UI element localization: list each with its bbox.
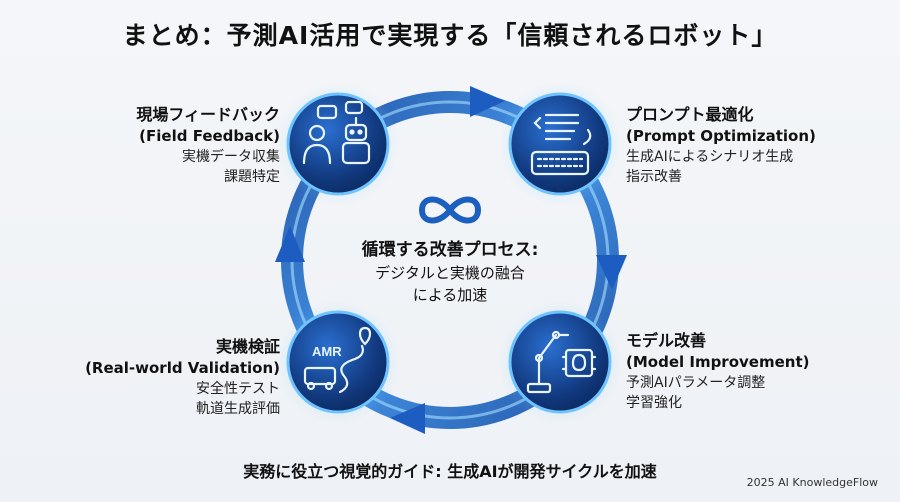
prompt-optimization-title-ja: プロンプト最適化 [626,105,754,124]
real-world-validation-title-ja: 実機検証 [215,337,280,356]
human-robot-chat-icon [302,100,371,165]
model-improvement-line-1: 予測AIパラメータ調整 [626,375,766,391]
real-world-validation-line-2: 軌道生成評価 [196,401,280,417]
prompt-optimization-node [498,82,622,206]
real-world-validation-line-1: 安全性テスト [196,381,280,397]
arrow-left-icon [275,226,305,262]
field-feedback-line-1: 実機データ収集 [182,149,280,165]
real-world-validation-title-en: (Real-world Validation) [85,359,280,377]
model-improvement-text: モデル改善 (Model Improvement) 予測AIパラメータ調整 学習… [626,330,856,413]
prompt-optimization-line-1: 生成AIによるシナリオ生成 [626,149,794,165]
field-feedback-node [276,82,400,206]
arrow-top-icon [470,86,505,117]
model-improvement-title-ja: モデル改善 [626,331,707,350]
model-improvement-line-2: 学習強化 [626,395,682,411]
model-improvement-title-en: (Model Improvement) [626,353,810,371]
page-title: まとめ：予測AI活用で実現する「信頼されるロボット」 [122,21,778,50]
center-text: 循環する改善プロセス: デジタルと実機の融合 による加速 [330,238,570,306]
field-feedback-text: 現場フィードバック (Field Feedback) 実機データ収集 課題特定 [80,104,280,187]
field-feedback-title-en: (Field Feedback) [139,127,280,145]
amr-vehicle-icon [303,326,372,394]
real-world-validation-node: AMR [276,300,400,424]
prompt-optimization-line-2: 指示改善 [626,169,682,185]
field-feedback-title-ja: 現場フィードバック [136,105,280,124]
arrow-bottom-icon [390,403,425,434]
amr-badge: AMR [312,344,342,359]
robot-arm-brain-icon [526,330,597,394]
prompt-optimization-title-en: (Prompt Optimization) [626,127,816,145]
center-line-2: による加速 [412,286,488,304]
bottom-caption: 実務に役立つ視覚的ガイド: 生成AIが開発サイクルを加速 [243,462,657,481]
center-heading: 循環する改善プロセス: [361,240,539,260]
infinity-icon [418,196,482,224]
prompt-optimization-text: プロンプト最適化 (Prompt Optimization) 生成AIによるシナ… [626,104,856,187]
arrow-right-icon [596,255,627,290]
model-improvement-node [498,300,622,424]
center-line-1: デジタルと実機の融合 [375,264,525,282]
keyboard-document-icon [530,113,592,176]
field-feedback-line-2: 課題特定 [224,169,280,185]
credit-text: 2025 AI KnowledgeFlow [746,476,878,489]
real-world-validation-text: 実機検証 (Real-world Validation) 安全性テスト 軌道生成… [60,336,280,419]
